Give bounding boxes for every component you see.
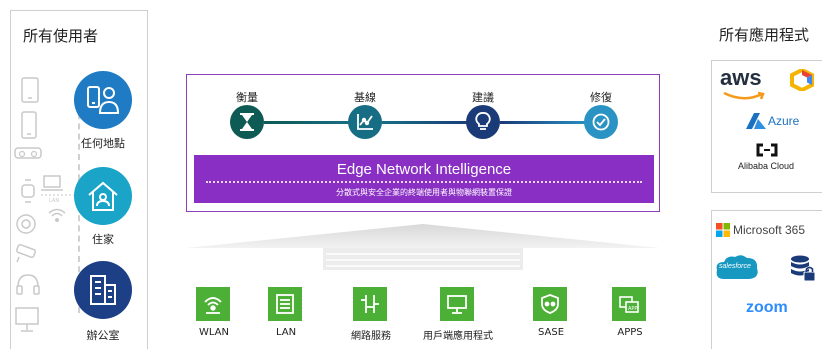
infra-apps-label: APPS [617,327,643,338]
connector-2 [382,121,474,124]
apps-panel-title: 所有應用程式 [719,26,810,44]
aws-smile [723,91,765,100]
monitor-icon [15,307,39,332]
google-cloud-logo [790,69,814,91]
chart-icon [357,114,373,130]
infra-lan-label: LAN [275,327,297,338]
laptop-icon: LAN [41,175,77,203]
security-camera-icon [15,243,37,263]
eni-dotted-line [206,181,642,183]
infra-network-services-label: 網路服務 [351,331,391,342]
microsoft-365-label: Microsoft 365 [733,223,806,237]
check-badge-icon [592,113,610,131]
infra-client-apps-label: 用戶端應用程式 [423,331,493,342]
connector-1 [264,121,356,124]
step-baseline-label: 基線 [354,91,376,104]
phone-icon [21,111,37,139]
office-circle [74,261,132,319]
step-remediate [584,105,618,139]
salesforce-label: salesforce [719,263,751,270]
azure-label: Azure [768,114,800,128]
home-icon [88,181,118,211]
infra-wlan-label: WLAN [198,327,229,338]
sase-icon [533,287,567,321]
headset-icon [16,274,40,295]
home-circle [74,167,132,225]
network-services-icon [353,287,387,321]
infra-sase-label: SASE [537,327,565,338]
anywhere-circle [74,71,132,129]
edge-network-intelligence-bar: Edge Network Intelligence 分散式與安全企業的終端使用者… [194,155,654,203]
lightbulb-icon [475,112,491,130]
office-label: 辦公室 [86,329,120,342]
vr-headset-icon [14,147,42,159]
hourglass-icon [240,113,254,131]
office-building-icon [90,275,116,305]
cloud-providers-box: aws Azure Alibaba Cloud [711,60,822,193]
step-measure-label: 衡量 [236,91,258,104]
svg-text:APP: APP [628,306,637,312]
users-panel: 所有使用者 LAN 任何地點 住家 辦公室 [10,10,148,349]
step-recommend [466,105,500,139]
step-measure [230,105,264,139]
client-app-icon [440,287,474,321]
upward-funnel-graphic [186,224,660,270]
wlan-icon [196,287,230,321]
alibaba-cloud-logo [756,143,778,157]
database-lock-icon [791,255,816,282]
camera-icon [16,214,36,234]
wifi-icon [48,208,66,222]
aws-logo: aws [720,65,762,90]
eni-subtitle: 分散式與安全企業的終端使用者與物聯網裝置保證 [336,188,512,197]
connector-3 [500,121,592,124]
salesforce-logo [716,255,758,279]
azure-logo [746,113,766,129]
watch-icon [21,179,35,203]
eni-title: Edge Network Intelligence [336,161,512,178]
zoom-logo: zoom [746,299,788,316]
apps-icon: APP [612,287,646,321]
microsoft-logo [716,223,730,237]
step-recommend-label: 建議 [472,91,494,104]
lan-switch-icon [268,287,302,321]
person-phone-icon [87,86,120,114]
alibaba-cloud-label: Alibaba Cloud [738,161,795,171]
saas-apps-box: Microsoft 365 salesforce zoom [711,210,822,349]
step-remediate-label: 修復 [590,91,612,104]
home-label: 住家 [92,233,114,246]
anywhere-label: 任何地點 [81,137,125,150]
step-baseline [348,105,382,139]
users-panel-title: 所有使用者 [23,27,99,45]
svg-text:LAN: LAN [49,198,59,203]
tablet-icon [21,77,39,103]
apps-panel: 所有應用程式 aws Azure Alibaba Cloud Microsoft… [703,10,822,349]
edge-intelligence-box: 衡量 基線 建議 修復 Edge Network Intelligence 分散… [186,74,660,212]
